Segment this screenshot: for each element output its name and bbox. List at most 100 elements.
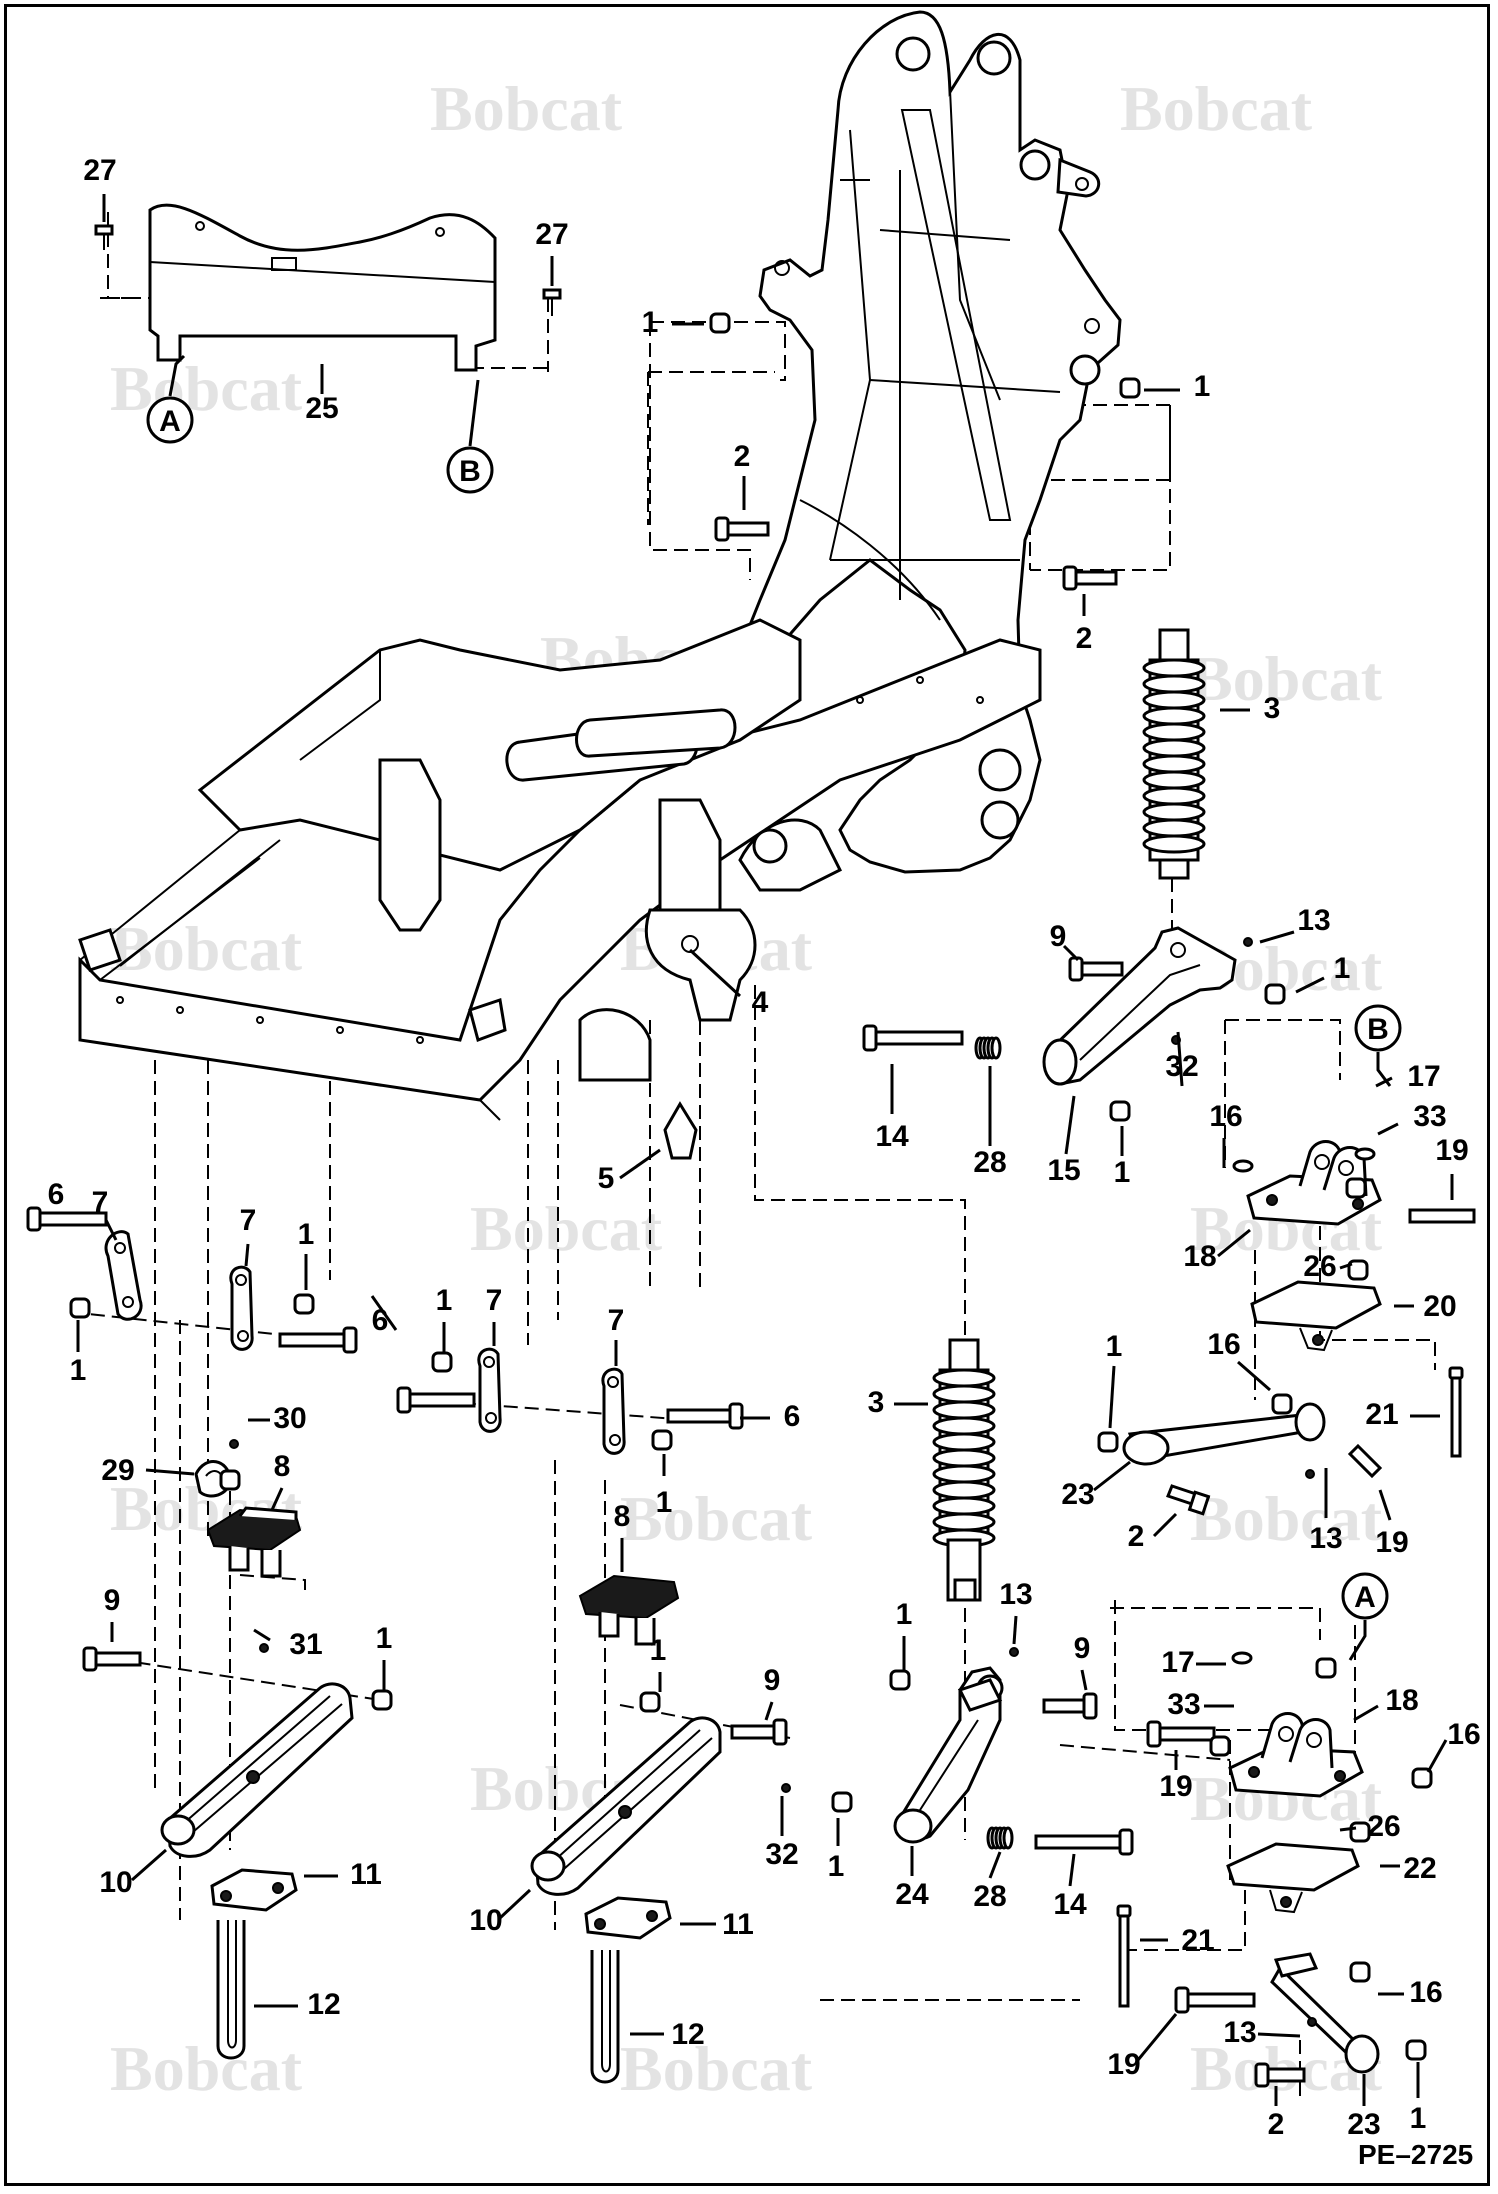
callout-number: 33 bbox=[1413, 1100, 1446, 1133]
lower-trailing-arm bbox=[893, 1666, 1004, 1844]
callout-number: 8 bbox=[614, 1500, 631, 1533]
callout-number: 9 bbox=[1074, 1632, 1091, 1665]
callout-number: 16 bbox=[1209, 1100, 1242, 1133]
callout-16: 16 bbox=[1378, 1976, 1443, 2009]
callout-number: 27 bbox=[535, 218, 568, 251]
callout-1: 1 bbox=[1114, 1126, 1131, 1189]
callout-19: 19 bbox=[1107, 2013, 1178, 2081]
callout-27: 27 bbox=[535, 218, 569, 286]
bolt-2-top-right bbox=[1062, 565, 1118, 591]
link-7-b bbox=[229, 1265, 254, 1351]
callout-33: 33 bbox=[1167, 1688, 1234, 1721]
callout-number: 9 bbox=[764, 1664, 781, 1697]
callout-1: 1 bbox=[828, 1818, 844, 1883]
watermark-text: Bobcat bbox=[1120, 73, 1313, 144]
grease-fitting bbox=[1009, 1647, 1019, 1657]
callout-number: 1 bbox=[70, 1354, 87, 1387]
link-7-c bbox=[477, 1347, 502, 1433]
callout-number: 1 bbox=[1114, 1156, 1131, 1189]
callout-7: 7 bbox=[240, 1204, 256, 1267]
callout-5: 5 bbox=[598, 1148, 661, 1195]
callout-number: 2 bbox=[1076, 622, 1093, 655]
nut bbox=[709, 312, 731, 334]
nut bbox=[651, 1429, 673, 1451]
watermark-text: Bobcat bbox=[110, 353, 303, 424]
callout-8: 8 bbox=[614, 1500, 631, 1572]
callout-4: 4 bbox=[688, 948, 769, 1019]
callout-18: 18 bbox=[1183, 1228, 1251, 1273]
callout-number: 1 bbox=[376, 1622, 393, 1655]
callout-number: 5 bbox=[598, 1162, 615, 1195]
callout-number: 18 bbox=[1385, 1684, 1418, 1717]
callout-number: 1 bbox=[1194, 370, 1211, 403]
grease-fitting bbox=[229, 1439, 239, 1449]
callout-3: 3 bbox=[868, 1386, 928, 1419]
link-7-d bbox=[601, 1367, 626, 1455]
callout-number: 6 bbox=[48, 1178, 65, 1211]
callout-21: 21 bbox=[1365, 1398, 1440, 1431]
reference-marker-A: A bbox=[1341, 1572, 1389, 1661]
nut bbox=[1349, 1821, 1371, 1843]
callout-9: 9 bbox=[764, 1664, 781, 1721]
callout-number: 6 bbox=[784, 1400, 801, 1433]
callout-26: 26 bbox=[1303, 1250, 1353, 1283]
callout-12: 12 bbox=[254, 1988, 341, 2021]
callout-number: 14 bbox=[1053, 1888, 1087, 1921]
callout-19: 19 bbox=[1159, 1750, 1193, 1803]
callout-number: 8 bbox=[274, 1450, 291, 1483]
diagram-frame bbox=[4, 4, 1490, 2186]
callout-16: 16 bbox=[1207, 1328, 1271, 1392]
callout-1: 1 bbox=[1144, 370, 1210, 403]
callout-8: 8 bbox=[270, 1450, 291, 1511]
callout-number: 19 bbox=[1107, 2048, 1140, 2081]
callout-number: 19 bbox=[1159, 1770, 1192, 1803]
callout-13: 13 bbox=[999, 1578, 1033, 1645]
reference-marker-A: A bbox=[146, 354, 194, 444]
callout-11: 11 bbox=[304, 1858, 382, 1891]
callout-1: 1 bbox=[298, 1218, 314, 1290]
callout-number: 1 bbox=[1334, 952, 1351, 985]
hardware-small-parts bbox=[69, 312, 1433, 2061]
callout-number: 4 bbox=[752, 986, 769, 1019]
bumper-5 bbox=[663, 1101, 698, 1160]
callout-2: 2 bbox=[1268, 2086, 1284, 2141]
callout-number: 30 bbox=[273, 1402, 306, 1435]
callout-number: 1 bbox=[896, 1598, 913, 1631]
callout-number: 1 bbox=[656, 1486, 673, 1519]
nut bbox=[639, 1691, 661, 1713]
pin-19-right-upper bbox=[1408, 1208, 1476, 1224]
plate-11-right bbox=[584, 1896, 672, 1940]
leaf-spring-left bbox=[160, 1682, 354, 1858]
grease-fitting bbox=[259, 1643, 269, 1653]
grease-fitting bbox=[781, 1783, 791, 1793]
callout-number: 3 bbox=[868, 1386, 885, 1419]
callout-23: 23 bbox=[1061, 1460, 1131, 1511]
callout-17: 17 bbox=[1375, 1060, 1441, 1093]
callout-number: 16 bbox=[1409, 1976, 1442, 2009]
bolt-27-right bbox=[542, 288, 562, 316]
washer bbox=[1354, 1147, 1376, 1161]
callout-25: 25 bbox=[305, 364, 339, 425]
callout-28: 28 bbox=[973, 1851, 1007, 1913]
bolt-21-bottom bbox=[1116, 1904, 1132, 2008]
callout-number: 1 bbox=[642, 306, 659, 339]
frame-guard bbox=[148, 203, 497, 372]
callout-number: 32 bbox=[1165, 1050, 1198, 1083]
callout-16: 16 bbox=[1426, 1718, 1481, 1773]
pin-14-upper bbox=[862, 1024, 964, 1052]
upper-shock-absorber bbox=[1142, 628, 1206, 880]
callout-number: 19 bbox=[1435, 1134, 1468, 1167]
nut bbox=[1345, 1177, 1367, 1199]
callout-17: 17 bbox=[1161, 1646, 1226, 1679]
stabilizer-link-23-lower bbox=[1270, 1952, 1380, 2074]
washer bbox=[1232, 1159, 1254, 1173]
callout-1: 1 bbox=[376, 1622, 393, 1690]
watermark-text: Bobcat bbox=[430, 73, 623, 144]
callout-9: 9 bbox=[1050, 920, 1080, 962]
callout-number: 17 bbox=[1407, 1060, 1440, 1093]
callout-30: 30 bbox=[248, 1402, 307, 1435]
callout-number: 13 bbox=[1309, 1522, 1342, 1555]
callout-number: 7 bbox=[92, 1186, 109, 1219]
